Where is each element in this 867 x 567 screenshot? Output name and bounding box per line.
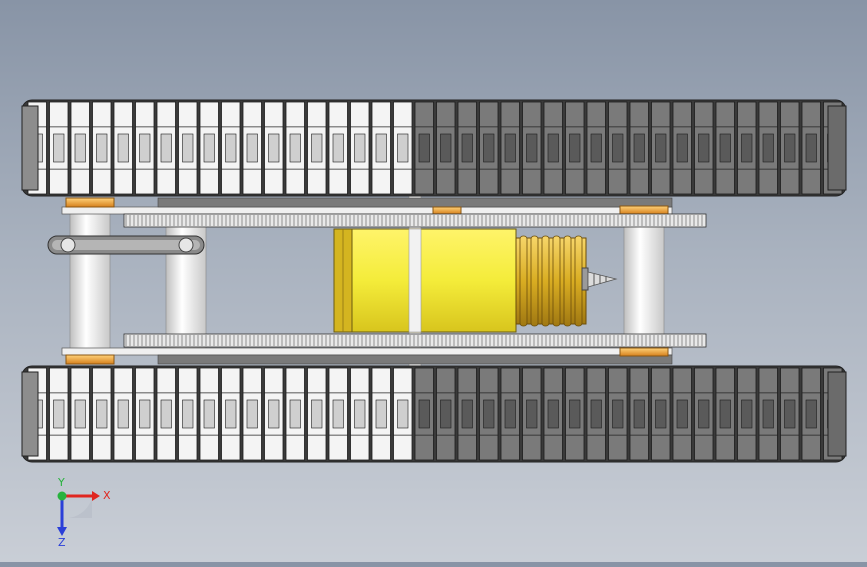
track-top[interactable] [21,99,847,197]
frame-plate-top[interactable] [61,197,673,215]
frame-plate-bottom[interactable] [61,347,673,365]
x-axis-label: X [103,489,111,502]
y-axis-label: Y [57,478,65,489]
z-axis-label: Z [58,536,66,548]
track-bottom[interactable] [21,365,847,463]
motor-coil [515,235,587,327]
gear-rack-bottom[interactable] [123,333,707,348]
coordinate-triad: X Y Z [57,478,111,548]
bearings [65,197,669,365]
y-axis-dot [57,491,67,501]
gear-rack-top[interactable] [123,213,707,228]
drill-bit [581,267,618,291]
motor[interactable] [333,228,517,333]
link-arm[interactable] [47,235,205,255]
